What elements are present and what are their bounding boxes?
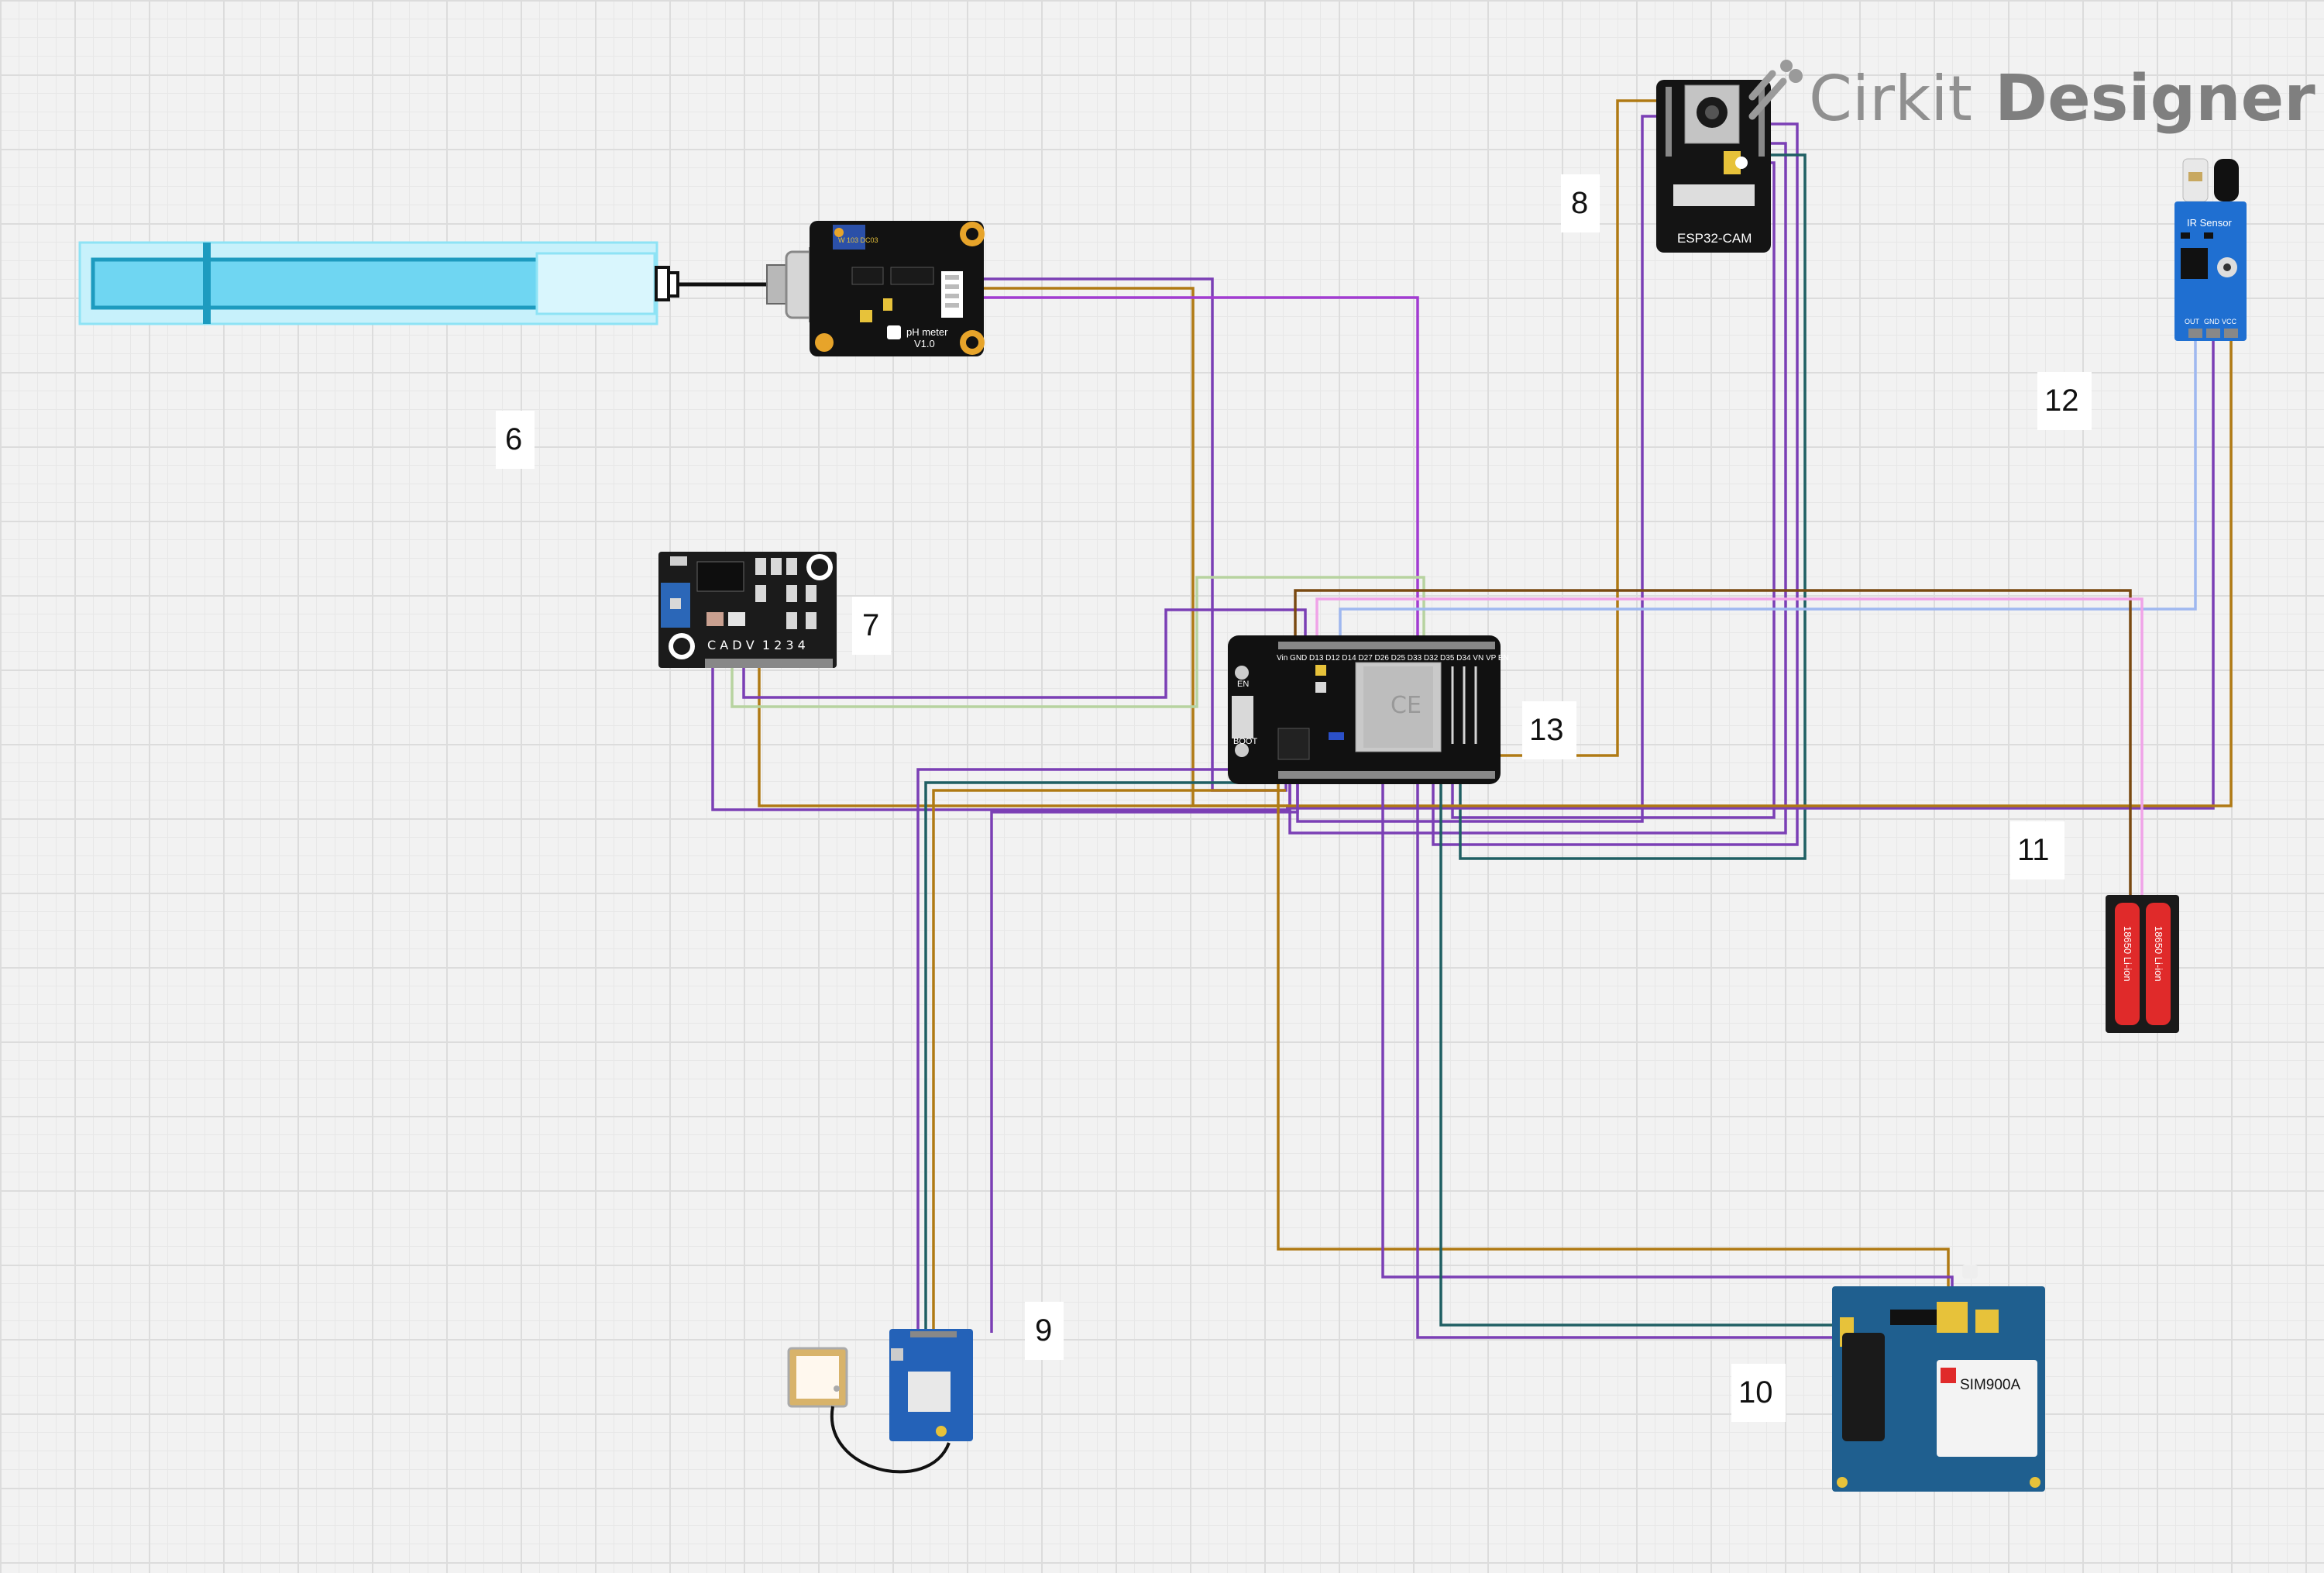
wire-bat-neg[interactable] [1315,597,2144,899]
wire-ldr-v[interactable] [742,608,1307,699]
esp32-antenna [1451,666,1477,744]
esp32-cam[interactable]: ESP32-CAM [1656,80,1771,253]
wire-gps-2[interactable] [924,781,1286,1333]
ph-meter-pot-label: W 103 DC03 [838,236,878,244]
label-6: 6 [505,422,522,456]
ir-pin-out: OUT [2185,318,2200,325]
wire-gps-1[interactable] [916,768,1286,1333]
esp32-boot-label: BOOT [1233,737,1257,746]
wire-sim-3[interactable] [1416,783,1844,1339]
ph-probe[interactable] [78,241,771,325]
wire-ir-vcc[interactable] [1286,329,2233,807]
battery-label-b: 18650 Li-ion [2153,926,2164,982]
wire-cam-5[interactable] [1451,161,1776,819]
wire-cam-6[interactable] [1459,153,1807,860]
esp32-top-pins: Vin GND D13 D12 D14 D27 D26 D25 D33 D32 … [1277,654,1509,663]
wire-sim-1[interactable] [1277,783,1950,1302]
label-10: 10 [1738,1375,1773,1410]
esp32-cam-name: ESP32-CAM [1677,231,1752,246]
ir-pin-vcc: VCC [2222,318,2237,325]
ir-sensor[interactable]: IR Sensor OUT GND VCC [2174,158,2247,341]
wire-ldr-d[interactable] [731,576,1425,708]
ldr-module[interactable]: C A D V 1 2 3 4 [658,552,837,668]
label-9: 9 [1035,1313,1052,1348]
wire-ldr-a[interactable] [758,663,1290,807]
wire-ir-out[interactable] [1339,329,2197,647]
esp32-devkit[interactable]: Vin GND D13 D12 D14 D27 D26 D25 D33 D32 … [1228,635,1509,784]
wire-cam-3[interactable] [1432,122,1799,846]
wire-ir-gnd[interactable] [1286,329,2215,810]
sim900-module[interactable]: SIM900A [1832,1265,2045,1492]
ph-meter-version: V1.0 [914,338,935,349]
wire-cam-4[interactable] [1288,142,1787,835]
wire-ldr-c[interactable] [711,663,1291,811]
esp32-en-label: EN [1237,680,1249,689]
wire-gps-3[interactable] [932,789,1286,1333]
cirkit-designer-logo: Cirkit Designer [1748,60,2315,136]
sim900-name: SIM900A [1960,1377,2020,1393]
wire-sim-4[interactable] [1439,783,1844,1327]
label-7: 7 [862,608,879,642]
component-labels: 6 7 8 9 10 11 12 13 [496,174,2092,1422]
label-8: 8 [1571,186,1588,220]
esp32-module-label: CE [1391,692,1422,719]
logo-word-cirkit: Cirkit [1809,63,1972,135]
wire-ph-3[interactable] [968,296,1419,647]
label-12: 12 [2044,384,2079,418]
label-11: 11 [2017,833,2050,867]
battery-pack[interactable]: 18650 Li-ion 18650 Li-ion [2106,895,2179,1033]
wire-gps-4[interactable] [990,783,1299,1333]
label-13: 13 [1529,713,1564,747]
gps-module[interactable] [787,1329,973,1474]
cirkit-logo-icon [1748,60,1803,120]
wire-sim-2[interactable] [1381,783,1954,1302]
ph-meter-title: pH meter [906,326,948,338]
ir-pin-gnd: GND [2204,318,2220,325]
logo-word-designer: Designer [1995,62,2315,136]
ldr-module-pins: C A D V 1 2 3 4 [707,638,806,652]
ir-sensor-name: IR Sensor [2187,217,2232,229]
battery-label-a: 18650 Li-ion [2122,926,2133,982]
ph-meter-module[interactable]: pH meter V1.0 W 103 DC03 [766,221,985,356]
gps-antenna-cable [830,1406,951,1474]
wire-bat-pos[interactable] [1294,589,2132,899]
